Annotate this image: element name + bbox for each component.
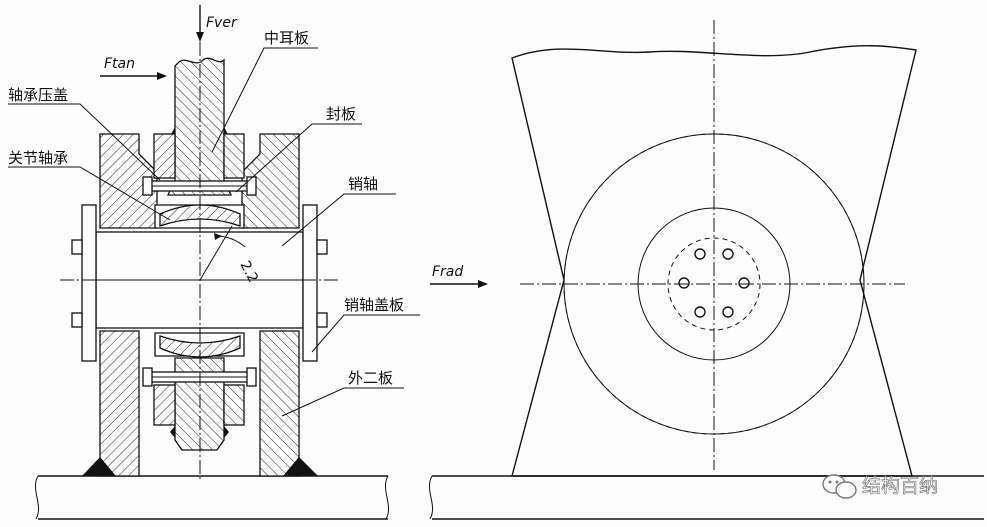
lug-plate-outline bbox=[511, 45, 917, 477]
lug-weld-lr bbox=[224, 426, 229, 438]
label-middle-lug-plate: 中耳板 bbox=[264, 29, 309, 47]
ground-beam-left bbox=[34, 475, 390, 520]
cover-bolts bbox=[71, 239, 328, 328]
outer-plate-left-lower bbox=[99, 330, 140, 477]
bearing-gland-left-upper bbox=[153, 133, 176, 179]
bearing-gland-left-lower bbox=[153, 384, 176, 426]
angle-marker bbox=[199, 225, 246, 281]
right-elevation-view: Frad bbox=[428, 20, 984, 520]
left-section-view: Fver Ftan 2.2 中耳板 轴承压盖 封板 关节轴承 销轴 销轴盖板 外… bbox=[8, 5, 420, 520]
lug-weld-ll bbox=[170, 426, 175, 438]
label-spherical-bearing: 关节轴承 bbox=[8, 149, 68, 167]
outer-plate-right-lower bbox=[259, 330, 300, 477]
force-fver-label: Fver bbox=[206, 15, 238, 31]
pin-cover-plate-left bbox=[81, 204, 97, 362]
cover-bolt-holes bbox=[678, 248, 750, 318]
seal-plate-right-lower bbox=[223, 384, 245, 426]
label-bearing-gland: 轴承压盖 bbox=[8, 86, 68, 104]
label-seal-plate: 封板 bbox=[326, 105, 356, 123]
watermark: 结构百纳 bbox=[822, 474, 938, 499]
label-pin-shaft: 销轴 bbox=[348, 175, 378, 193]
force-frad-label: Frad bbox=[432, 264, 463, 280]
weld-left bbox=[82, 457, 116, 476]
watermark-text: 结构百纳 bbox=[862, 475, 938, 497]
label-pin-cover-plate: 销轴盖板 bbox=[344, 296, 404, 314]
weld-right bbox=[283, 457, 318, 476]
bearing-ring-upper bbox=[159, 204, 241, 227]
wechat-icon bbox=[822, 474, 857, 499]
force-fver-arrow bbox=[196, 5, 204, 42]
force-frad-arrow bbox=[430, 280, 488, 288]
label-outer-plates: 外二板 bbox=[348, 369, 393, 387]
seal-plate-right-upper bbox=[223, 133, 245, 179]
force-ftan-arrow bbox=[100, 72, 167, 80]
pin-cover-plate-right bbox=[302, 204, 318, 362]
force-ftan-label: Ftan bbox=[104, 56, 135, 72]
